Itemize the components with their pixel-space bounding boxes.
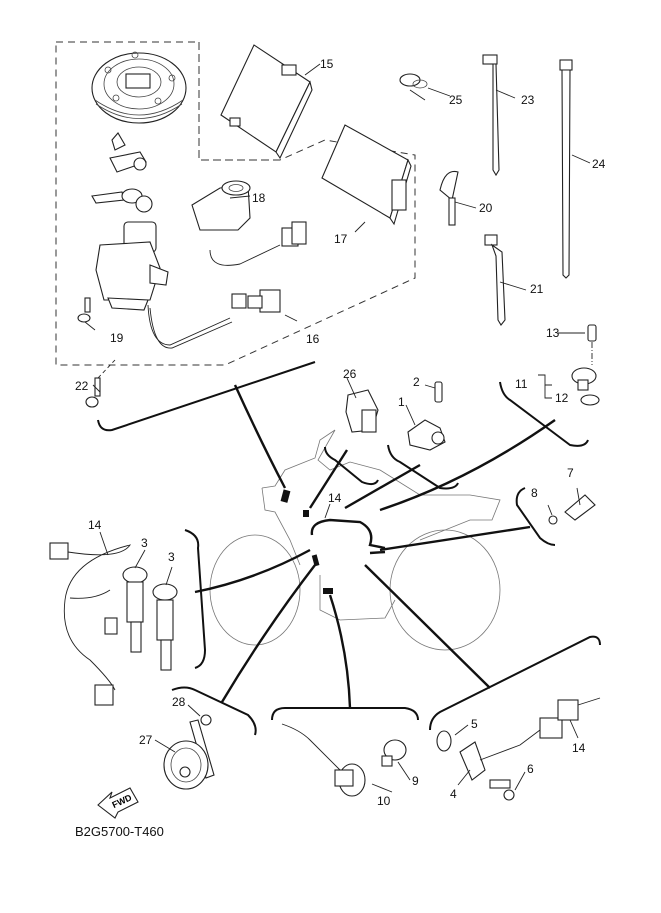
callout-1: 1 <box>398 395 405 409</box>
motorcycle-outline-icon <box>209 429 501 651</box>
harness-and-coils-icon <box>49 542 178 706</box>
callout-16: 16 <box>306 332 320 346</box>
callout-4: 4 <box>450 787 457 801</box>
main-switch-icon <box>91 188 281 349</box>
callout-leaders <box>84 63 591 793</box>
callout-26: 26 <box>343 367 357 381</box>
leader-line <box>344 463 421 510</box>
sensor-10-icon <box>281 723 366 797</box>
leader-line <box>194 548 311 594</box>
leader-line <box>328 594 352 709</box>
clamp-icon <box>399 73 451 97</box>
callout-3-a: 3 <box>141 536 148 550</box>
callout-5: 5 <box>471 717 478 731</box>
group-bracket <box>499 381 589 447</box>
cable-tie-21-icon <box>484 234 506 326</box>
callout-14-left: 14 <box>88 518 102 532</box>
location-mark <box>280 489 291 503</box>
callout-2: 2 <box>413 375 420 389</box>
forward-arrow-icon: FWD <box>97 787 139 819</box>
ecu-group-outline <box>198 42 280 161</box>
callout-13: 13 <box>546 326 560 340</box>
callout-11: 11 <box>515 377 528 391</box>
immobilizer-antenna-icon <box>191 180 307 266</box>
callout-15: 15 <box>320 57 334 71</box>
leader-line <box>379 525 531 552</box>
switch-9-icon <box>381 739 407 767</box>
callout-14-right: 14 <box>572 741 586 755</box>
cable-tie-23-icon <box>482 54 500 177</box>
callout-18: 18 <box>252 191 266 205</box>
callout-17: 17 <box>334 232 348 246</box>
main-harness-tail-icon <box>369 550 386 555</box>
immobilizer-unit-icon <box>321 124 412 226</box>
bolt-22-icon <box>85 359 116 408</box>
leader-line <box>308 449 349 509</box>
speed-sensor-icon <box>436 697 601 801</box>
callout-6: 6 <box>527 762 534 776</box>
callout-23: 23 <box>521 93 535 107</box>
group-bracket <box>429 635 601 731</box>
leader-line <box>379 419 556 512</box>
callout-9: 9 <box>412 774 419 788</box>
location-mark <box>303 510 309 517</box>
main-harness-center-icon <box>310 518 386 550</box>
group-bracket <box>324 446 379 486</box>
leader-line <box>364 564 491 689</box>
callout-20: 20 <box>479 201 493 215</box>
group-bracket <box>171 686 257 736</box>
fuel-cap-icon <box>91 51 187 124</box>
group-bracket <box>184 529 207 669</box>
ecu-icon <box>220 44 313 160</box>
screw-19-icon <box>77 297 91 323</box>
group-bracket <box>515 487 556 546</box>
group-bracket <box>387 444 459 490</box>
temperature-sensor-icon <box>548 494 596 525</box>
cable-tie-24-icon <box>559 59 573 279</box>
callout-19: 19 <box>110 331 124 345</box>
seat-lock-icon <box>109 132 147 173</box>
callout-25: 25 <box>449 93 463 107</box>
callout-12: 12 <box>555 391 569 405</box>
diagram-reference-code: B2G5700-T460 <box>75 824 164 839</box>
horn-icon <box>163 714 215 790</box>
callout-14-center: 14 <box>328 491 342 505</box>
relay-icon <box>345 389 379 433</box>
callout-21: 21 <box>530 282 544 296</box>
location-mark <box>311 554 320 567</box>
callout-3-b: 3 <box>168 550 175 564</box>
location-mark <box>323 588 333 594</box>
key-icon <box>439 170 459 226</box>
leader-line <box>220 564 316 703</box>
callout-22: 22 <box>75 379 89 393</box>
leader-line <box>233 384 287 489</box>
callout-28: 28 <box>172 695 186 709</box>
group-bracket <box>271 707 419 721</box>
callout-27: 27 <box>139 733 153 747</box>
callout-7: 7 <box>567 466 574 480</box>
callout-8: 8 <box>531 486 538 500</box>
sensor-11-icon <box>571 324 600 406</box>
sensor-1-icon <box>407 381 446 451</box>
callout-24: 24 <box>592 157 606 171</box>
callout-10: 10 <box>377 794 391 808</box>
group-bracket <box>97 361 316 432</box>
